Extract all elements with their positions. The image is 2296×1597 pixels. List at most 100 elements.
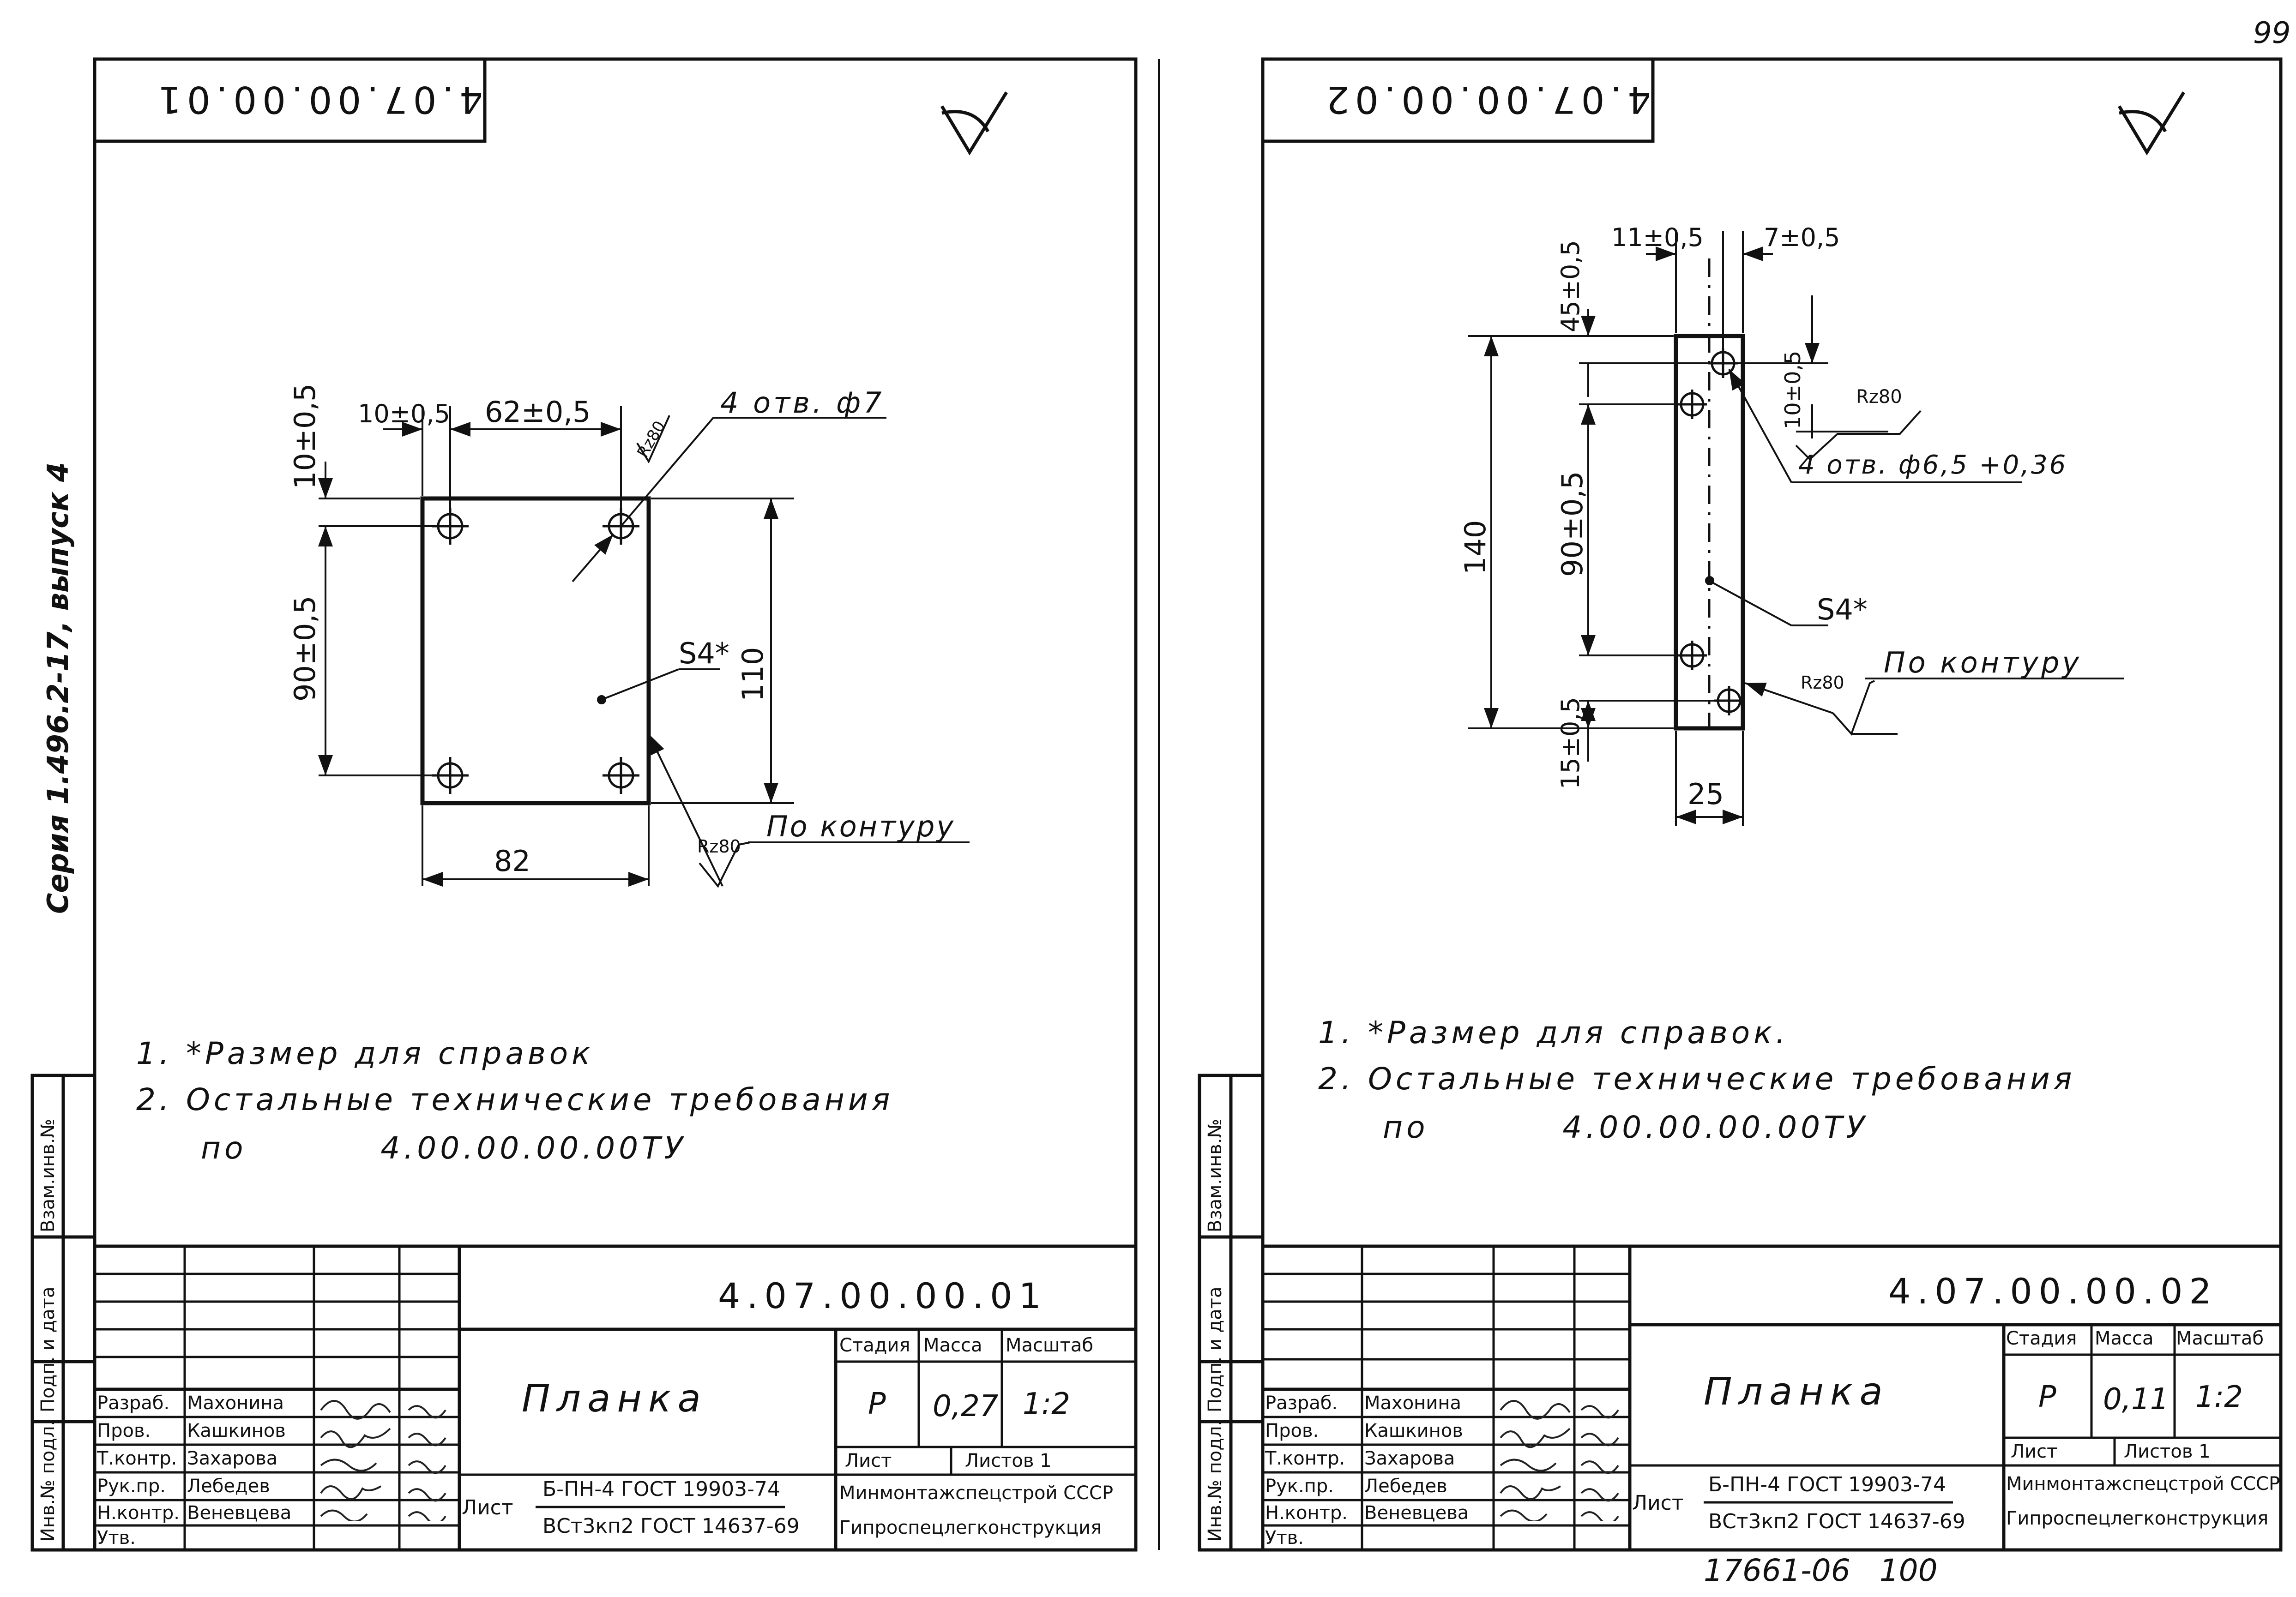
sheet2-tb-stage: Р: [2038, 1380, 2056, 1414]
sheet1-note-2: 2. Остальные технические требования: [136, 1082, 894, 1117]
sheet2-label-thickness: S4*: [1817, 593, 1868, 626]
sheet1-role: Утв.: [97, 1527, 136, 1549]
sheet2-dim-top-margin-y: 45±0,5: [1556, 240, 1585, 332]
side-stamp-inv: Инв.№ подл.: [1205, 1420, 1226, 1542]
sheet1-tb-mass-header: Масса: [923, 1335, 982, 1356]
sheet1-person: Махонина: [187, 1393, 284, 1414]
sheet2-role: Разраб.: [1265, 1393, 1338, 1414]
sheet2-tb-sheet-label: Лист: [2011, 1441, 2058, 1462]
sheet2-tb-material-top: Б-ПН-4 ГОСТ 19903-74: [1708, 1473, 1946, 1496]
sheet1-role: Разраб.: [97, 1393, 170, 1414]
side-stamp-sign: Подп. и дата: [1205, 1286, 1226, 1412]
sheet1-dim-top-edge: 10±0,5: [358, 399, 450, 428]
sheet1-tb-scale-header: Масштаб: [1006, 1335, 1094, 1356]
sheet2-role: Т.контр.: [1265, 1448, 1345, 1469]
sheet1-tb-scale: 1:2: [1023, 1387, 1070, 1421]
sheet2-person: Захарова: [1364, 1448, 1455, 1469]
sheet2-roughness-contour: Rz80: [1801, 672, 1844, 693]
sheet1-tb-material-top: Б-ПН-4 ГОСТ 19903-74: [542, 1477, 780, 1501]
sheet2-tb-code: 4.07.00.00.02: [1888, 1271, 2218, 1312]
sheet2-tb-stage-header: Стадия: [2006, 1328, 2077, 1349]
sheet2-note-3: по 4.00.00.00.00ТУ: [1383, 1110, 1868, 1145]
sheet2-person: Махонина: [1364, 1393, 1461, 1414]
sheet2-note-2: 2. Остальные технические требования: [1318, 1061, 2076, 1097]
sheet1-label-thickness: S4*: [679, 636, 729, 670]
sheet1-tb-stage-header: Стадия: [839, 1335, 910, 1356]
sheet1-note-3: по 4.00.00.00.00ТУ: [201, 1130, 687, 1166]
sheet1-tb-material-bottom: ВСт3кп2 ГОСТ 14637-69: [542, 1514, 800, 1538]
sheet1-person: Захарова: [187, 1448, 278, 1469]
sheet1-label-holes: 4 отв. ф7: [720, 386, 885, 420]
sheet1-person: Лебедев: [187, 1476, 270, 1497]
sheet1-tb-code: 4.07.00.00.01: [718, 1275, 1048, 1316]
sheet2-dim-right-margin-x: 7±0,5: [1764, 223, 1840, 252]
sheet2-tb-scale: 1:2: [2195, 1380, 2243, 1414]
sheet2-dim-height: 140: [1458, 520, 1492, 575]
sheet1-role: Т.контр.: [97, 1448, 177, 1469]
sheet1-role: Пров.: [97, 1420, 151, 1441]
sheet1-stamp-code: 4.07.00.00.01: [152, 78, 483, 121]
sheet1-roughness-contour: Rz80: [697, 836, 741, 857]
sheet2-stamp-code: 4.07.00.00.02: [1320, 78, 1651, 121]
bottom-handwriting: 17661-06 100: [1704, 1553, 1938, 1588]
sheet2-person: Веневцева: [1364, 1502, 1469, 1524]
side-stamp-replace: Взам.инв.№: [37, 1118, 59, 1232]
sheet2-tb-mass: 0,11: [2103, 1382, 2169, 1417]
sheet2-label-holes: 4 отв. ф6,5 +0,36: [1798, 450, 2068, 480]
sheet2-role: Пров.: [1265, 1420, 1319, 1441]
sheet2-tb-org-bottom: Гипроспецлегконструкция: [2006, 1508, 2269, 1529]
sheet1-tb-org-bottom: Гипроспецлегконструкция: [839, 1517, 1102, 1538]
sheet2-person: Кашкинов: [1364, 1420, 1463, 1441]
sheet1-frame: [93, 57, 1138, 1552]
sheet2-tb-org-top: Минмонтажспецстрой СССР: [2006, 1473, 2280, 1495]
sheet2-frame: [1261, 57, 2283, 1552]
sheet2-stamp-box: [1261, 57, 1655, 143]
sheet2-tb-material-prefix: Лист: [1632, 1491, 1684, 1515]
side-stamp-sign: Подп. и дата: [37, 1286, 59, 1412]
sheet2-tb-scale-header: Масштаб: [2176, 1328, 2264, 1349]
sheet1-dim-hole-spacing-y: 90±0,5: [288, 595, 322, 702]
sheet2-signatures: [1500, 1400, 1619, 1521]
sheet1-note-1: 1. *Размер для справок: [136, 1036, 594, 1071]
side-stamp-inv: Инв.№ подл.: [37, 1420, 59, 1542]
sheet1-label-contour: По контуру: [766, 810, 956, 843]
sheet1-dim-hole-spacing-x: 62±0,5: [485, 395, 591, 429]
sheet2-dim-hole-offset-y: 10±0,5: [1780, 350, 1805, 429]
plate1-outline: [420, 496, 651, 805]
series-label: Серия 1.496.2-17, выпуск 4: [41, 462, 75, 914]
sheet1-tb-mass: 0,27: [933, 1389, 999, 1423]
sheet2-role: Рук.пр.: [1265, 1476, 1334, 1497]
page-number: 99: [2253, 16, 2291, 50]
sheet1-tb-org-top: Минмонтажспецстрой СССР: [839, 1483, 1114, 1504]
sheet1-role: Рук.пр.: [97, 1476, 166, 1497]
sheet1-person: Веневцева: [187, 1502, 292, 1524]
side-stamp-replace: Взам.инв.№: [1205, 1118, 1226, 1232]
sheet2-role: Н.контр.: [1265, 1502, 1348, 1524]
sheet2-roughness-side: Rz80: [1856, 386, 1902, 408]
sheet2-tb-material-bottom: ВСт3кп2 ГОСТ 14637-69: [1708, 1510, 1965, 1533]
sheet1-role: Н.контр.: [97, 1502, 180, 1524]
sheet1-signatures: [320, 1400, 446, 1521]
sheet1-tb-stage: Р: [868, 1387, 886, 1421]
sheet1-tb-sheets-label: Листов 1: [965, 1450, 1052, 1471]
sheet1-person: Кашкинов: [187, 1420, 286, 1441]
sheet1-tb-material-prefix: Лист: [462, 1496, 513, 1519]
sheet2-tb-mass-header: Масса: [2095, 1328, 2154, 1349]
sheet1-dim-height: 110: [736, 647, 770, 702]
sheet2-note-1: 1. *Размер для справок.: [1318, 1015, 1789, 1051]
sheet2-label-contour: По контуру: [1884, 646, 2082, 679]
sheet1-dim-top-margin-y: 10±0,5: [288, 383, 322, 489]
sheet1-dim-width: 82: [494, 844, 530, 878]
sheet2-role: Утв.: [1265, 1527, 1304, 1549]
sheet1-tb-name: Планка: [522, 1377, 707, 1421]
sheet2-dim-hole-spacing-y: 90±0,5: [1555, 471, 1589, 577]
sheet1-stamp-box: [93, 57, 487, 143]
sheet2-tb-sheets-label: Листов 1: [2124, 1441, 2211, 1462]
sheet2-dim-left-margin-x: 11±0,5: [1611, 223, 1704, 252]
sheet2-dim-bottom-margin-y: 15±0,5: [1556, 697, 1585, 789]
sheet2-person: Лебедев: [1364, 1476, 1447, 1497]
sheet2-tb-name: Планка: [1704, 1370, 1889, 1414]
sheet2-dim-width: 25: [1687, 777, 1724, 811]
sheet1-tb-sheet-label: Лист: [845, 1450, 892, 1471]
